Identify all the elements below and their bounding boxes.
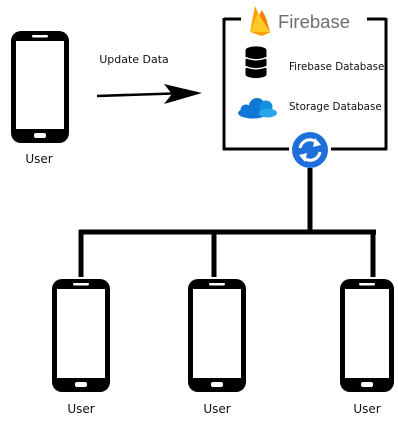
database-icon [245, 46, 267, 79]
bottom-user-right-label: User [353, 402, 380, 416]
firebase-box: Firebase Firebase Database [222, 6, 388, 168]
top-user-label: User [25, 152, 52, 166]
connector-tree [78, 168, 376, 277]
storage-database-label: Storage Database [289, 101, 382, 113]
update-data-label: Update Data [99, 53, 169, 66]
bottom-user-middle: User [188, 279, 246, 416]
top-user-phone: User [11, 31, 69, 166]
smartphone-icon [340, 279, 394, 392]
update-data-arrow: Update Data [96, 53, 202, 104]
sync-icon [292, 132, 328, 168]
bottom-user-left-label: User [67, 402, 94, 416]
firebase-database-item: Firebase Database [245, 46, 384, 79]
storage-database-item: Storage Database [238, 98, 382, 119]
firebase-flame-icon [250, 6, 271, 36]
smartphone-icon [188, 279, 246, 392]
cloud-icon [238, 98, 277, 119]
smartphone-icon [52, 279, 110, 392]
bottom-user-middle-label: User [203, 402, 230, 416]
bottom-user-right: User [340, 279, 394, 416]
smartphone-icon [11, 31, 69, 143]
firebase-database-label: Firebase Database [289, 61, 384, 73]
arrow-head-icon [164, 84, 202, 104]
bottom-user-left: User [52, 279, 110, 416]
firebase-title: Firebase [278, 11, 350, 32]
